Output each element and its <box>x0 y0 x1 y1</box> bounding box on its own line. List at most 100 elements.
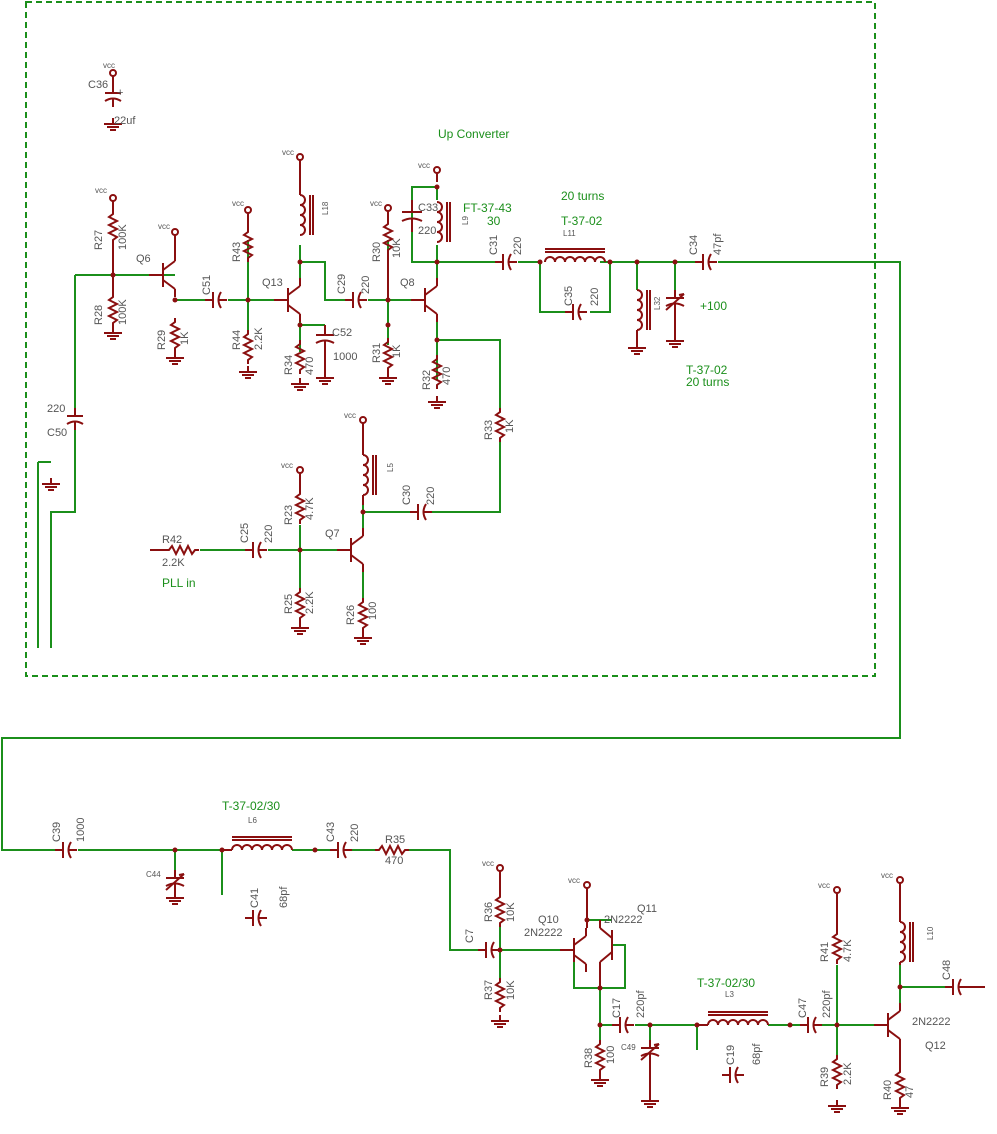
svg-text:20 turns: 20 turns <box>561 189 604 203</box>
svg-text:R39: R39 <box>819 1067 831 1087</box>
svg-text:C30: C30 <box>401 485 413 505</box>
svg-text:vcc: vcc <box>370 199 382 208</box>
c36-capacitor: vcc C36 22uf + <box>88 61 136 131</box>
svg-text:vcc: vcc <box>95 186 107 195</box>
q8-transistor: Q8 <box>400 277 438 323</box>
svg-text:1K: 1K <box>391 344 403 358</box>
svg-text:C50: C50 <box>47 427 67 439</box>
svg-text:Q12: Q12 <box>925 1040 946 1052</box>
c32-variable-capacitor <box>665 289 685 348</box>
c29-capacitor: C29 220 <box>336 274 372 309</box>
l11-inductor: L11 <box>544 229 606 263</box>
svg-text:R26: R26 <box>345 605 357 625</box>
svg-text:C35: C35 <box>563 286 575 306</box>
svg-text:2.2K: 2.2K <box>162 557 185 569</box>
svg-text:vcc: vcc <box>881 871 893 880</box>
svg-text:R35: R35 <box>385 834 405 846</box>
svg-text:220: 220 <box>589 288 601 306</box>
q6-transistor: vcc Q6 <box>136 222 179 298</box>
c43-capacitor: C43 220 <box>325 822 361 859</box>
q13-transistor: Q13 <box>262 277 301 323</box>
lower-wires <box>78 849 945 1055</box>
r26-resistor: R26 100 <box>345 597 379 645</box>
c31-capacitor: C31 220 <box>488 235 524 271</box>
svg-text:C52: C52 <box>332 327 352 339</box>
svg-text:C31: C31 <box>488 235 500 255</box>
svg-text:220: 220 <box>425 487 437 505</box>
svg-text:R44: R44 <box>231 330 243 350</box>
c48-capacitor: C48 <box>941 960 985 996</box>
svg-text:220: 220 <box>360 276 372 294</box>
svg-text:C48: C48 <box>941 960 953 980</box>
q7-transistor: Q7 <box>325 527 364 573</box>
svg-text:R29: R29 <box>156 330 168 350</box>
r29-resistor: R29 1K <box>156 317 191 365</box>
r36-resistor: vcc R36 10K <box>482 859 517 928</box>
svg-text:30: 30 <box>487 214 501 228</box>
svg-text:4.7K: 4.7K <box>842 939 854 962</box>
svg-text:C34: C34 <box>688 235 700 255</box>
svg-text:T-37-02: T-37-02 <box>561 214 603 228</box>
upper-junctions <box>110 184 678 553</box>
block-title: Up Converter <box>438 127 509 141</box>
l3-inductor: L3 <box>697 990 769 1026</box>
vcc-label: vcc <box>103 61 115 70</box>
svg-text:T-37-02/30: T-37-02/30 <box>222 799 280 813</box>
svg-text:470: 470 <box>304 357 316 375</box>
c51-capacitor: C51 <box>201 275 228 309</box>
svg-text:C39: C39 <box>51 822 63 842</box>
r27-resistor: vcc R27 100K <box>93 186 129 275</box>
svg-text:2.2K: 2.2K <box>253 327 265 350</box>
svg-text:C29: C29 <box>336 274 348 294</box>
svg-text:C19: C19 <box>725 1045 737 1065</box>
svg-text:vcc: vcc <box>281 461 293 470</box>
svg-text:C47: C47 <box>797 998 809 1018</box>
svg-text:vcc: vcc <box>568 876 580 885</box>
c49-variable-capacitor: C49 <box>621 1039 660 1108</box>
svg-text:C36: C36 <box>88 79 108 91</box>
r28-resistor: R28 100K <box>93 275 129 340</box>
svg-text:vcc: vcc <box>344 411 356 420</box>
svg-text:R37: R37 <box>483 980 495 1000</box>
svg-text:68pf: 68pf <box>278 886 290 908</box>
q12-transistor: 2N2222 Q12 <box>873 1002 951 1052</box>
svg-text:1K: 1K <box>504 419 516 433</box>
svg-text:R25: R25 <box>283 594 295 614</box>
q11-transistor: vcc Q11 2N2222 <box>568 876 657 988</box>
svg-text:R41: R41 <box>819 942 831 962</box>
svg-text:vcc: vcc <box>818 881 830 890</box>
c17-capacitor: C17 220pf <box>611 990 647 1034</box>
r42-resistor: R42 2.2K <box>150 534 200 569</box>
r33-resistor: R33 1K <box>483 407 516 443</box>
svg-text:2N2222: 2N2222 <box>912 1016 951 1028</box>
svg-text:2.2K: 2.2K <box>304 591 316 614</box>
svg-text:2N2222: 2N2222 <box>604 914 643 926</box>
svg-text:C44: C44 <box>146 870 161 879</box>
upper-wires <box>1 186 901 851</box>
svg-text:C51: C51 <box>201 275 213 295</box>
svg-text:1K: 1K <box>179 331 191 345</box>
c44-variable-capacitor: C44 <box>146 869 185 905</box>
svg-text:Q8: Q8 <box>400 277 415 289</box>
svg-text:vcc: vcc <box>158 222 170 231</box>
svg-text:L32: L32 <box>653 296 662 310</box>
svg-text:47: 47 <box>904 1086 916 1098</box>
svg-text:100K: 100K <box>117 224 129 250</box>
svg-text:R34: R34 <box>283 355 295 375</box>
svg-text:R23: R23 <box>283 505 295 525</box>
svg-text:10K: 10K <box>505 902 517 922</box>
r39-resistor: R39 2.2K <box>819 1054 854 1113</box>
svg-text:L9: L9 <box>461 216 470 225</box>
r31-resistor: R31 1K <box>371 337 403 385</box>
svg-text:R28: R28 <box>93 305 105 325</box>
c7-capacitor: C7 <box>464 929 501 959</box>
svg-text:1000: 1000 <box>75 818 87 842</box>
c30-capacitor: C30 220 <box>401 485 437 521</box>
svg-text:T-37-02: T-37-02 <box>686 363 728 377</box>
r41-resistor: vcc R41 4.7K <box>818 881 854 965</box>
r35-resistor: R35 470 <box>374 834 410 867</box>
r43-resistor: vcc R43 <box>231 199 253 263</box>
svg-text:Q11: Q11 <box>637 903 657 915</box>
svg-text:C49: C49 <box>621 1043 636 1052</box>
